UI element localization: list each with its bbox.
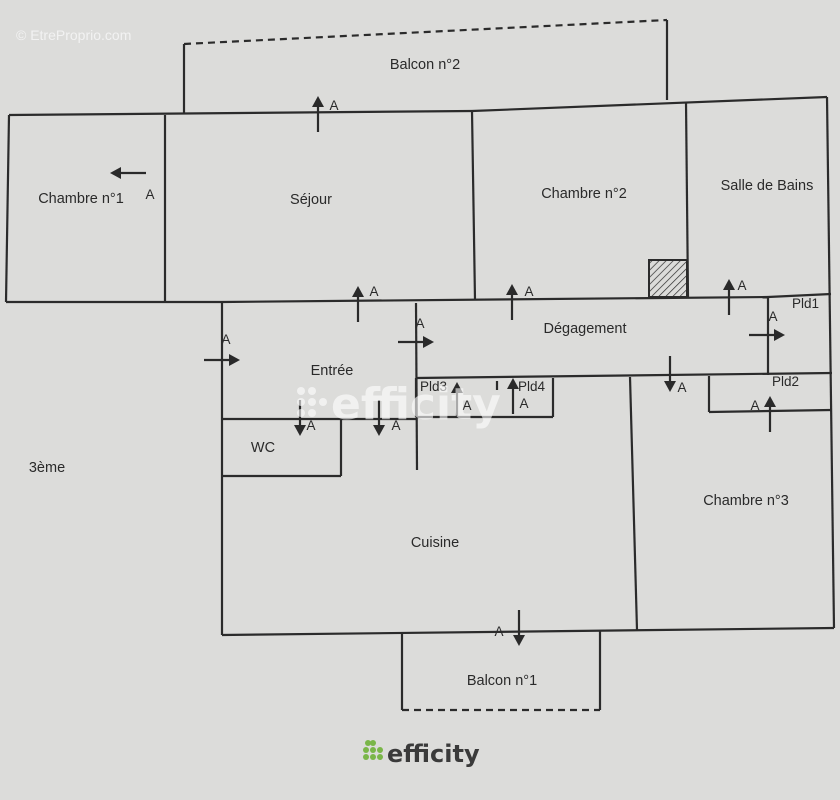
access-marker-label: A <box>677 380 686 395</box>
access-marker-label: A <box>391 418 400 433</box>
walls <box>4 95 836 637</box>
arrow-head-icon <box>423 336 434 348</box>
access-arrow-chambre2: A <box>506 284 534 320</box>
access-marker-label: A <box>519 396 528 411</box>
room-label-pld1: Pld1 <box>792 296 819 311</box>
room-label-balcon-2: Balcon n°2 <box>390 57 460 73</box>
balcon-2 <box>182 18 669 114</box>
room-label-entree: Entrée <box>311 363 354 379</box>
access-arrow-pld3: A <box>451 382 472 418</box>
access-marker-label: A <box>145 187 154 202</box>
access-arrow-pld4: A <box>507 378 529 414</box>
access-marker-label: A <box>462 398 471 413</box>
room-label-chambre-2: Chambre n°2 <box>541 186 627 202</box>
arrow-head-icon <box>294 425 306 436</box>
floor-level-label: 3ème <box>29 460 65 476</box>
access-marker-label: A <box>415 316 424 331</box>
efficity-logo-dots-icon <box>363 740 383 760</box>
arrow-head-icon <box>764 396 776 407</box>
access-marker-label: A <box>524 284 533 299</box>
access-marker-label: A <box>750 398 759 413</box>
brand-watermark-text: efficity <box>331 379 501 430</box>
room-label-chambre-1: Chambre n°1 <box>38 191 124 207</box>
balcon-1 <box>400 631 602 712</box>
access-arrow-pld1: A <box>749 309 785 341</box>
brand-watermark: efficity <box>297 379 501 430</box>
arrow-head-icon <box>513 635 525 646</box>
room-label-pld3: Pld3 <box>420 379 447 394</box>
source-watermark: © EtreProprio.com <box>16 27 131 43</box>
arrow-head-icon <box>507 378 519 389</box>
room-label-pld4: Pld4 <box>518 379 546 394</box>
arrow-head-icon <box>506 284 518 295</box>
arrow-head-icon <box>229 354 240 366</box>
room-label-degagement: Dégagement <box>543 321 626 337</box>
arrow-head-icon <box>373 425 385 436</box>
access-arrow-pld2: A <box>750 396 776 432</box>
access-arrow-entree-door: A <box>204 332 240 366</box>
room-label-pld2: Pld2 <box>772 374 799 389</box>
structural-column <box>648 259 688 298</box>
arrow-head-icon <box>110 167 121 179</box>
arrow-head-icon <box>774 329 785 341</box>
room-label-sejour: Séjour <box>290 192 332 208</box>
access-marker-label: A <box>768 309 777 324</box>
access-arrow-cuisine: A <box>373 400 401 436</box>
access-arrow-entree-sejour: A <box>352 284 379 322</box>
access-arrow-degagement: A <box>398 316 434 348</box>
arrow-head-icon <box>664 381 676 392</box>
access-marker-label: A <box>221 332 230 347</box>
arrow-head-icon <box>312 96 324 107</box>
access-marker-label: A <box>737 278 746 293</box>
room-label-wc: WC <box>251 440 275 456</box>
access-marker-label: A <box>494 624 503 639</box>
access-arrow-chambre3: A <box>664 356 687 395</box>
efficity-logo-text: efficity <box>387 740 480 768</box>
efficity-logo: efficity <box>363 740 480 768</box>
arrow-head-icon <box>723 279 735 290</box>
access-marker-label: A <box>306 418 315 433</box>
access-arrows: A A A A A A A A A A A A A A A <box>110 96 785 646</box>
room-label-salle-de-bains: Salle de Bains <box>721 178 814 194</box>
room-label-balcon-1: Balcon n°1 <box>467 673 537 689</box>
room-label-chambre-3: Chambre n°3 <box>703 493 789 509</box>
access-arrow-salle-de-bains: A <box>723 278 747 315</box>
access-marker-label: A <box>369 284 378 299</box>
brand-watermark-dots-icon <box>297 387 327 417</box>
access-arrow-balcon1: A <box>494 610 525 646</box>
access-arrow-sejour-balcon: A <box>312 96 339 132</box>
room-label-cuisine: Cuisine <box>411 535 459 551</box>
access-marker-label: A <box>329 98 338 113</box>
arrow-head-icon <box>451 382 463 393</box>
arrow-head-icon <box>352 286 364 297</box>
access-arrow-chambre1: A <box>110 167 155 202</box>
